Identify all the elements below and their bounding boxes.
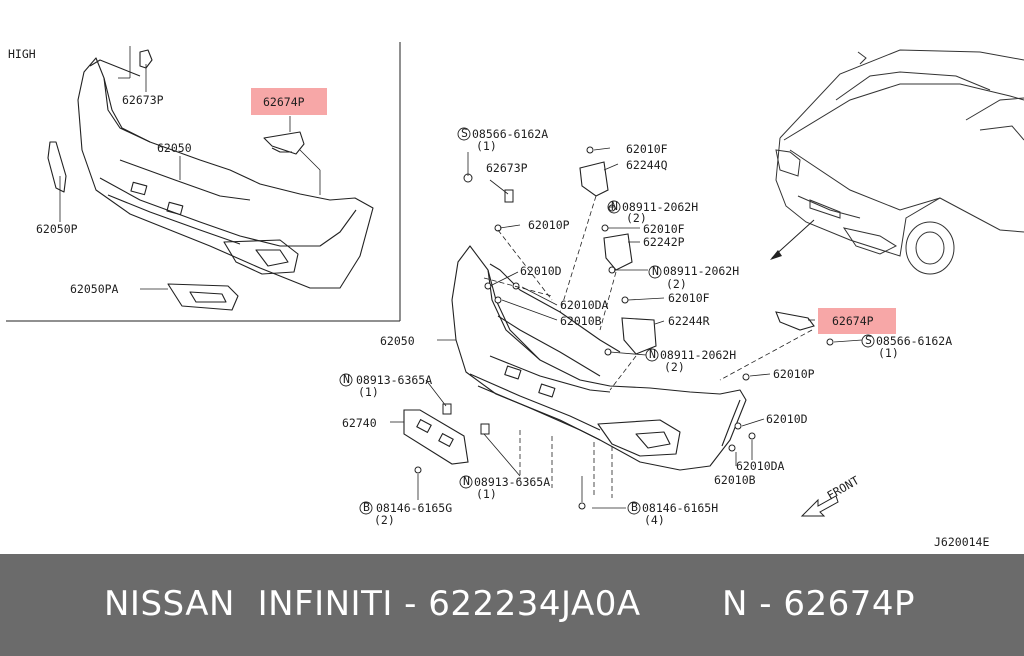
label-62010F-a: 62010F (626, 142, 668, 156)
label-08146-6165G-qty: (2) (374, 513, 395, 527)
label-08566-6162A-top: 08566-6162A (472, 127, 548, 141)
label-08566-6162A-right-qty: (1) (878, 346, 899, 360)
label-62244R: 62244R (668, 314, 710, 328)
label-08146-6165H: 08146-6165H (642, 501, 718, 515)
label-08911-2062H-a-qty: (2) (626, 211, 647, 225)
footer-nissan-part-code: N - 62674P (722, 584, 915, 624)
label-08913-6365A-a: 08913-6365A (356, 373, 432, 387)
label-08913-6365A-b: 08913-6365A (474, 475, 550, 489)
svg-text:N: N (343, 372, 350, 386)
label-front: FRONT (825, 473, 862, 502)
bracket-62740 (403, 409, 469, 465)
label-08566-6162A-right: 08566-6162A (876, 334, 952, 348)
label-08566-6162A-top-qty: (1) (476, 139, 497, 153)
label-62050: 62050 (380, 334, 415, 348)
svg-text:N: N (611, 199, 618, 213)
label-08146-6165H-qty: (4) (644, 513, 665, 527)
label-62010P-a: 62010P (528, 218, 570, 232)
label-62010P-b: 62010P (773, 367, 815, 381)
label-62010DA-b: 62010DA (736, 459, 785, 473)
label-62050-inset: 62050 (157, 141, 192, 155)
svg-text:B: B (363, 500, 370, 514)
svg-text:S: S (865, 333, 872, 347)
label-08911-2062H-c-qty: (2) (664, 360, 685, 374)
svg-text:N: N (463, 474, 470, 488)
svg-text:N: N (652, 264, 659, 278)
label-62242P: 62242P (643, 235, 685, 249)
diagram-code: J620014E (934, 535, 989, 549)
label-62050PA: 62050PA (70, 282, 119, 296)
footer-bar: NISSAN INFINITI - 622234JA0A N - 62674P (0, 554, 1024, 656)
vehicle-pointer-arrow (770, 219, 815, 260)
label-08911-2062H-c: 08911-2062H (660, 348, 736, 362)
fasteners (414, 146, 834, 510)
label-62674P: 62674P (832, 314, 874, 328)
label-08146-6165G: 08146-6165G (376, 501, 452, 515)
label-08911-2062H-b-qty: (2) (666, 277, 687, 291)
inset-frame (6, 42, 401, 322)
main-bumper-drawing (451, 245, 747, 471)
label-62673P-inset: 62673P (122, 93, 164, 107)
svg-text:N: N (649, 347, 656, 361)
retainer-brackets (579, 161, 815, 355)
label-62010F-c: 62010F (668, 291, 710, 305)
vehicle-sketch (775, 49, 1024, 275)
label-62740: 62740 (342, 416, 377, 430)
parts-diagram: HIGH 62673P 62674P 62050 62050P 62050PA (6, 42, 1024, 549)
label-62010B-a: 62010B (560, 314, 602, 328)
circle-symbol-letters: S N N N S N B N B (343, 126, 872, 514)
front-arrow: FRONT (800, 473, 862, 517)
label-62010D-a: 62010D (520, 264, 562, 278)
label-62050P: 62050P (36, 222, 78, 236)
inset-leader-lines (59, 46, 321, 290)
label-08911-2062H-b: 08911-2062H (663, 264, 739, 278)
label-62010DA-a: 62010DA (560, 298, 609, 312)
highlight-62674P-inset (251, 88, 327, 115)
label-08913-6365A-b-qty: (1) (476, 487, 497, 501)
highlight-62674P (818, 308, 896, 334)
main-labels: 08566-6162A (1) 62673P 62010P 62010D 620… (342, 127, 989, 549)
main-leader-lines (390, 147, 863, 509)
label-08911-2062H-a: 08911-2062H (622, 200, 698, 214)
footer-brand-part-number: NISSAN INFINITI - 622234JA0A (104, 584, 641, 624)
label-62010D-b: 62010D (766, 412, 808, 426)
inset-labels: HIGH 62673P 62674P 62050 62050P 62050PA (8, 47, 327, 296)
svg-text:B: B (631, 500, 638, 514)
label-62674P-inset: 62674P (263, 95, 305, 109)
label-08913-6365A-a-qty: (1) (358, 385, 379, 399)
label-62673P: 62673P (486, 161, 528, 175)
label-62244Q: 62244Q (626, 158, 668, 172)
inset-high-label: HIGH (8, 47, 36, 61)
svg-text:S: S (461, 126, 468, 140)
circle-symbols (339, 127, 875, 515)
label-62010F-b: 62010F (643, 222, 685, 236)
label-62010B-b: 62010B (714, 473, 756, 487)
inset-bumper-drawing (47, 49, 374, 311)
